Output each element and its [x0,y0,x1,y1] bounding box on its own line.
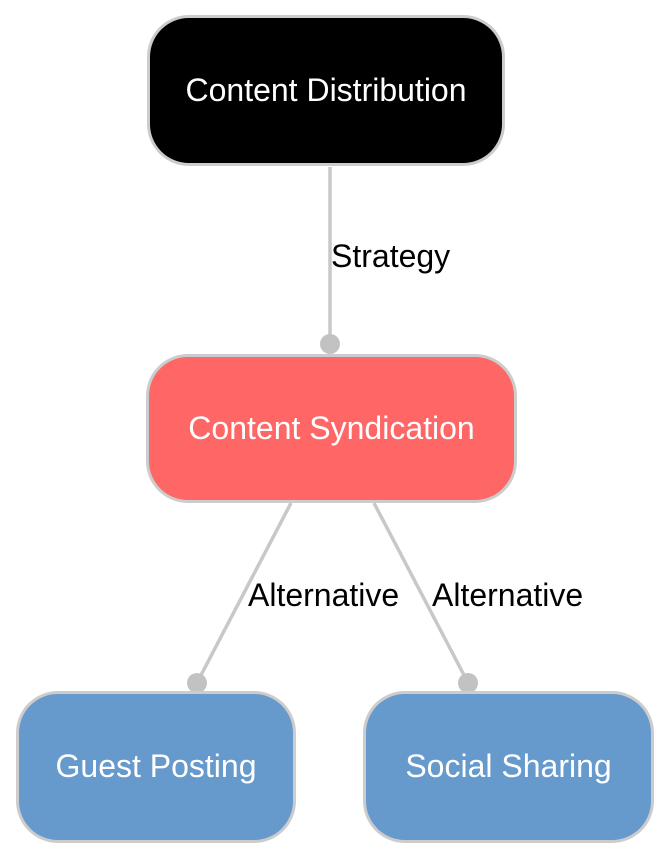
node-content-syndication: Content Syndication [146,354,517,503]
edge-endpoint-dot [458,673,478,693]
node-social-sharing: Social Sharing [363,691,654,843]
node-content-distribution: Content Distribution [147,15,505,166]
edge-endpoint-dot [320,334,340,354]
edge-label-alternative-left: Alternative [248,577,400,613]
edge-endpoint-dot [187,673,207,693]
edge-label-alternative-right: Alternative [432,577,584,613]
node-label: Social Sharing [405,748,612,785]
edge-alternative-left-line [198,502,293,678]
edge-alternative-right-line [372,502,467,678]
node-label: Content Distribution [185,71,467,108]
node-label: Content Syndication [188,409,475,446]
node-guest-posting: Guest Posting [16,691,296,843]
edge-label-strategy: Strategy [331,238,451,274]
node-label: Guest Posting [55,748,257,785]
